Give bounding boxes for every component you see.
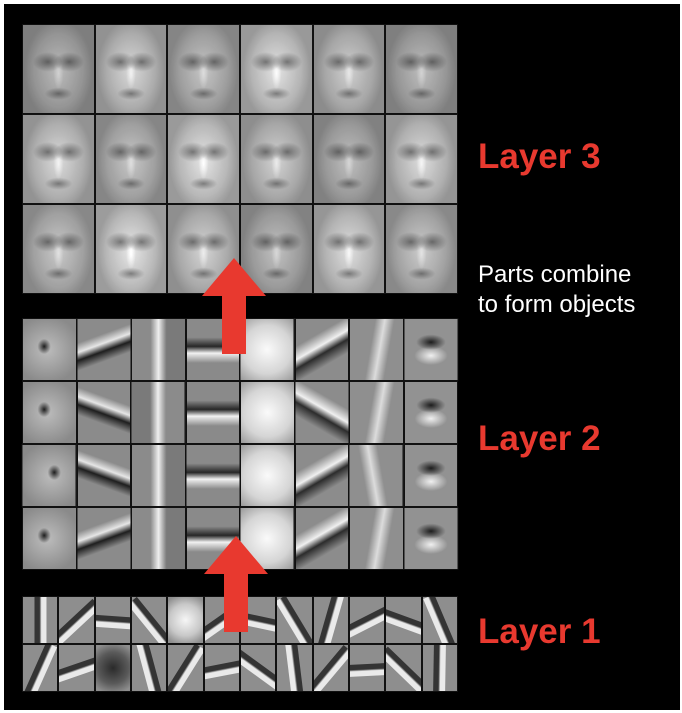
up-arrow-layer2-to-layer3 [202,258,266,354]
layer2-part-filter [349,318,404,381]
layer3-face-filter [239,204,313,294]
layer1-edge-filter [385,596,422,644]
layer1-edge-filter [94,596,131,644]
layer1-edge-filter [312,644,349,692]
layer3-face-filter [167,24,240,114]
layer2-part-filter [403,444,458,507]
layer1-edge-filter [167,644,204,692]
layer2-part-filter [240,444,295,507]
caption-line-1: Parts combine [478,261,632,288]
layer1-edge-filter [348,644,386,692]
layer2-part-filter [294,381,349,444]
layer2-label: Layer 2 [478,419,601,458]
layer2-part-filter [22,381,77,444]
layer3-label: Layer 3 [478,137,601,176]
layer2-part-filter [22,507,77,570]
layer3-face-filter [22,114,95,204]
layer2-part-filter [76,318,131,381]
layer2-part-filter [131,318,186,381]
layer2-part-filter [403,318,458,381]
layer3-face-filter [385,24,458,114]
layer1-edge-filter [22,596,59,644]
layer2-part-filter [403,507,458,570]
layer2-part-filter [76,507,131,570]
layer2-part-filter [131,444,186,507]
up-arrow-shape [202,258,266,354]
layer3-face-filter [94,24,168,114]
layer1-edge-filter [58,596,95,644]
layer2-part-filter [76,381,131,444]
figure-canvas: Layer 3 Parts combine to form objects La… [4,4,680,710]
layer3-face-filter [312,114,386,204]
layer2-part-filter [294,318,349,381]
up-arrow-layer1-to-layer2 [204,536,268,632]
caption-line-2: to form objects [478,291,636,318]
layer1-edge-filter [94,644,131,692]
layer1-edge-filter [58,644,95,692]
layer3-face-filter [167,204,240,294]
layer1-edge-filter [130,596,168,644]
layer3-face-filter [385,204,458,294]
layer1-edge-filter [421,644,458,692]
layer2-part-filter [76,444,131,507]
layer2-part-filter [240,381,295,444]
layer1-edge-filter [348,596,386,644]
layer1-edge-filter [167,596,204,644]
layer3-face-filter [22,24,95,114]
layer3-face-filter [239,24,313,114]
layer3-face-filter [385,114,458,204]
layer1-edge-filter [276,644,313,692]
layer2-part-filter [294,507,349,570]
layer3-face-filter [312,24,386,114]
layer2-part-filter [294,444,349,507]
layer2-part-filter [22,444,77,507]
layer2-part-filter [22,318,77,381]
layer3-face-filter [94,204,168,294]
layer3-face-filter [22,204,95,294]
layer1-edge-filter [312,596,349,644]
layer3-face-filter [167,114,240,204]
layer3-face-filter [312,204,386,294]
layer2-part-filter [349,507,404,570]
layer3-face-filter [239,114,313,204]
layer1-edge-filter [421,596,458,644]
layer1-edge-filter [22,644,59,692]
parts-combine-caption: Parts combine to form objects [478,260,635,320]
layer3-face-filter [94,114,168,204]
layer2-part-filter [131,381,186,444]
layer1-edge-filter [203,644,240,692]
layer1-edge-filter [276,596,313,644]
layer2-part-filter [349,444,404,507]
layer2-part-filter [403,381,458,444]
layer2-part-filter [185,381,240,444]
layer1-label: Layer 1 [478,612,601,651]
layer1-edge-filter [130,644,168,692]
layer2-part-filter [131,507,186,570]
layer1-edge-filter [385,644,422,692]
up-arrow-shape [204,536,268,632]
layer1-edge-filter [239,644,277,692]
layer2-part-filter [349,381,404,444]
layer2-part-filter [185,444,240,507]
layer3-filter-grid [22,24,458,294]
